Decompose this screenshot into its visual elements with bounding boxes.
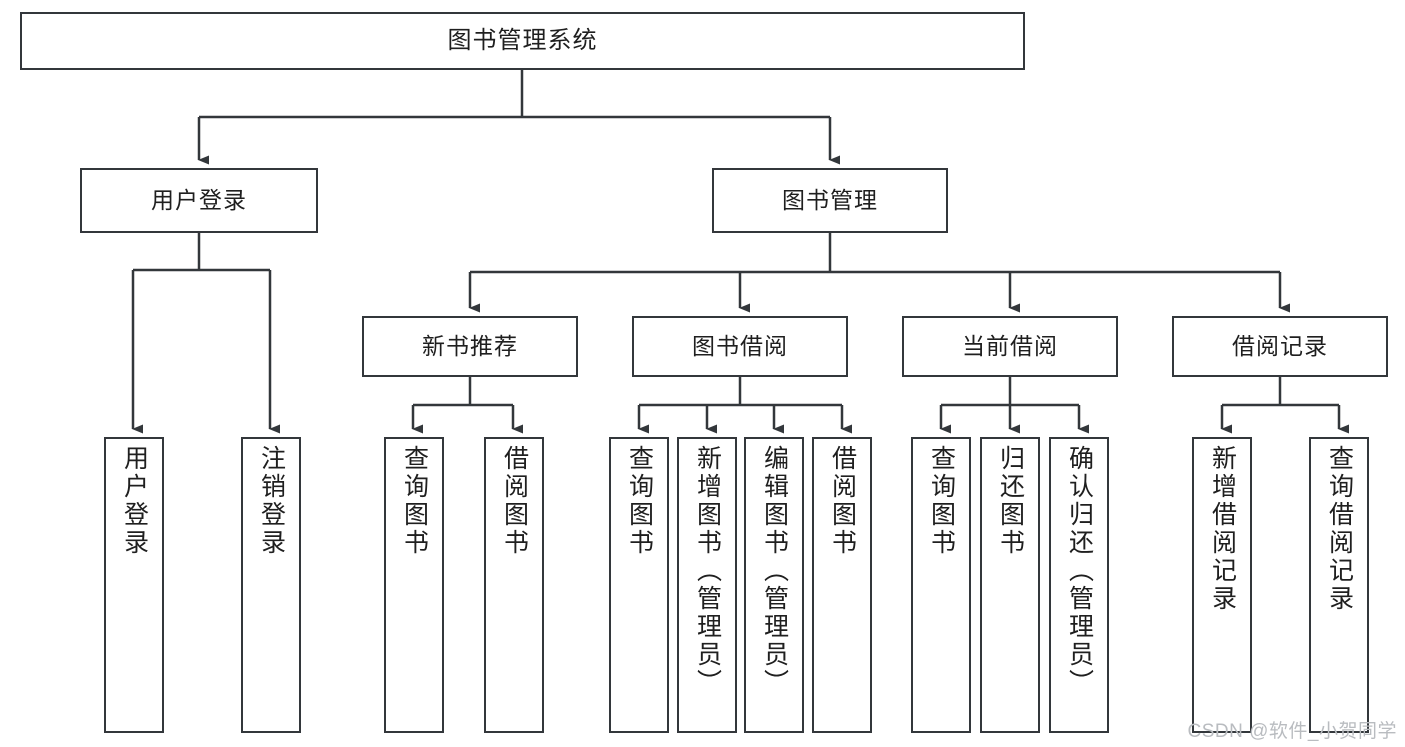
node-label: 查询图书 (625, 445, 654, 557)
node-current-borrow[interactable]: 当前借阅 (902, 316, 1118, 377)
node-leaf-confirm-return-admin[interactable]: 确认归还（管理员） (1049, 437, 1109, 733)
node-leaf-query-book[interactable]: 查询图书 (609, 437, 669, 733)
node-label: 图书借阅 (692, 333, 788, 360)
node-label: 图书管理系统 (447, 27, 598, 55)
node-label: 新书推荐 (422, 333, 518, 360)
node-label: 用户登录 (151, 187, 247, 214)
node-label: 编辑图书（管理员） (760, 445, 789, 697)
node-label: 归还图书 (996, 445, 1025, 557)
node-leaf-add-borrow-record[interactable]: 新增借阅记录 (1192, 437, 1252, 733)
node-new-book-recommend[interactable]: 新书推荐 (362, 316, 578, 377)
node-leaf-borrow-book-recommend[interactable]: 借阅图书 (484, 437, 544, 733)
node-label: 新增借阅记录 (1208, 445, 1237, 613)
node-leaf-query-borrow-record[interactable]: 查询借阅记录 (1309, 437, 1369, 733)
node-leaf-user-login[interactable]: 用户登录 (104, 437, 164, 733)
node-label: 注销登录 (257, 445, 286, 557)
node-label: 用户登录 (120, 445, 149, 557)
node-book-management[interactable]: 图书管理 (712, 168, 948, 233)
node-book-borrow[interactable]: 图书借阅 (632, 316, 848, 377)
node-label: 借阅图书 (500, 445, 529, 557)
node-label: 查询借阅记录 (1325, 445, 1354, 613)
node-label: 确认归还（管理员） (1065, 445, 1094, 697)
node-label: 图书管理 (782, 187, 878, 214)
node-leaf-query-book-recommend[interactable]: 查询图书 (384, 437, 444, 733)
node-leaf-return-book[interactable]: 归还图书 (980, 437, 1040, 733)
node-leaf-query-book-current[interactable]: 查询图书 (911, 437, 971, 733)
node-label: 新增图书（管理员） (693, 445, 722, 697)
node-user-login[interactable]: 用户登录 (80, 168, 318, 233)
node-leaf-edit-book-admin[interactable]: 编辑图书（管理员） (744, 437, 804, 733)
csdn-watermark: CSDN @软件_小贺同学 (1187, 721, 1397, 742)
node-label: 查询图书 (400, 445, 429, 557)
node-leaf-logout[interactable]: 注销登录 (241, 437, 301, 733)
node-borrow-record[interactable]: 借阅记录 (1172, 316, 1388, 377)
node-root-book-management-system[interactable]: 图书管理系统 (20, 12, 1025, 70)
node-label: 查询图书 (927, 445, 956, 557)
node-leaf-add-book-admin[interactable]: 新增图书（管理员） (677, 437, 737, 733)
node-label: 借阅图书 (828, 445, 857, 557)
node-label: 当前借阅 (962, 333, 1058, 360)
node-label: 借阅记录 (1232, 333, 1328, 360)
node-leaf-borrow-book[interactable]: 借阅图书 (812, 437, 872, 733)
